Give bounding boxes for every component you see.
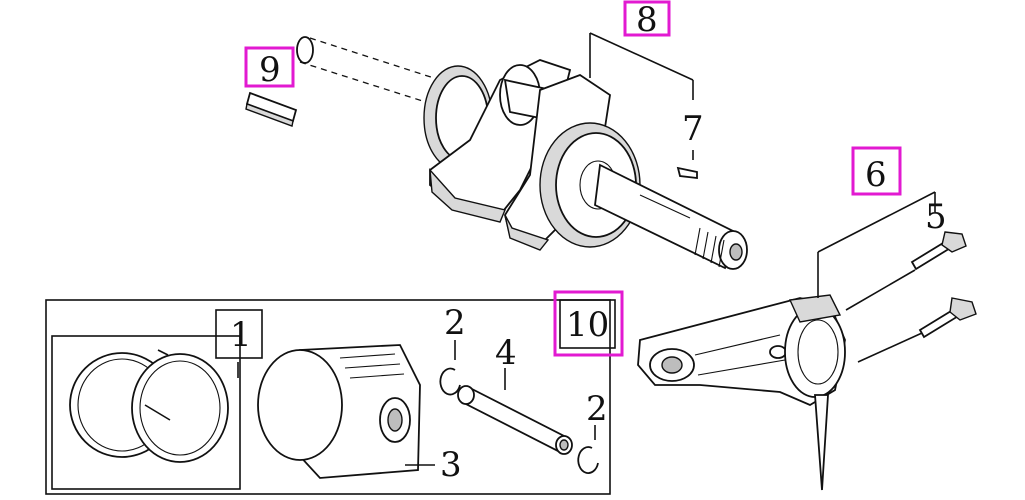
clip-lower bbox=[577, 446, 599, 474]
piston-pin bbox=[457, 385, 573, 455]
callout-6-highlight bbox=[851, 146, 902, 196]
callout-10: 10 bbox=[566, 305, 609, 345]
piston-rings bbox=[51, 335, 241, 490]
callout-8-highlight bbox=[623, 0, 671, 37]
woodruff-key-9 bbox=[245, 91, 298, 127]
callout-10-highlight bbox=[553, 290, 624, 357]
callout-10-box bbox=[559, 299, 616, 349]
clip-upper bbox=[439, 367, 461, 396]
piston-kit-frame bbox=[45, 299, 611, 495]
callout-9-highlight bbox=[244, 46, 295, 88]
crankshaft bbox=[296, 36, 748, 270]
callout-8: 8 bbox=[636, 0, 658, 40]
callout-2-lower: 2 bbox=[586, 389, 608, 429]
piston bbox=[257, 344, 421, 479]
callout-3: 3 bbox=[440, 445, 462, 485]
callout-6: 6 bbox=[865, 155, 887, 195]
callout-1-box bbox=[215, 309, 263, 359]
callout-9: 9 bbox=[259, 50, 281, 90]
callout-1: 1 bbox=[230, 315, 252, 355]
rod-bolt-upper bbox=[910, 231, 967, 271]
callout-7: 7 bbox=[682, 109, 704, 149]
callout-2-upper: 2 bbox=[444, 303, 466, 343]
callout-4: 4 bbox=[495, 333, 517, 373]
key-7 bbox=[676, 166, 698, 180]
callout-5: 5 bbox=[925, 197, 947, 237]
rod-bolt-lower bbox=[918, 297, 977, 339]
connecting-rod bbox=[637, 294, 846, 491]
